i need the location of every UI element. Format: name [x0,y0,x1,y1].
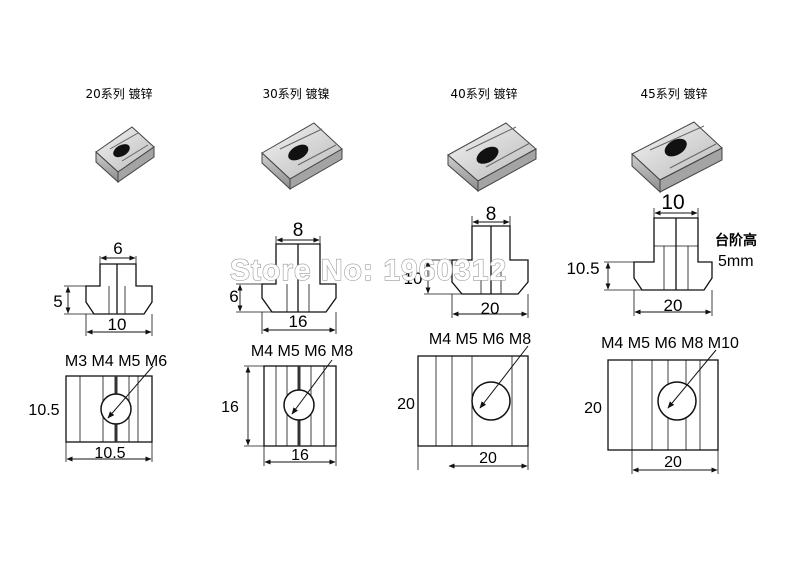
profile-drawing-40 [424,216,529,318]
slot-width-label-20: 6 [113,239,122,258]
profile-drawing-45 [604,208,713,316]
thread-sizes-40: M4 M5 M6 M8 [429,331,531,348]
plate-height-label-45: 20 [584,400,602,417]
plate-drawing-40 [417,355,529,470]
plate-height-label-20: 10.5 [28,402,59,419]
step-height-note-value: 5mm [718,253,754,270]
nut-photo-20 [95,126,155,184]
thread-sizes-20: M3 M4 M5 M6 [65,353,167,370]
series-title-30: 30系列 镀镍 [262,87,329,101]
base-width-label-30: 16 [289,312,308,331]
step-height-note-label: 台阶高 [715,232,757,249]
nut-photo-45 [631,121,723,194]
thread-hole-40 [471,381,511,421]
step-height-label-40: 10 [404,269,423,288]
step-height-label-30: 6 [229,287,238,306]
plate-width-label-20: 10.5 [94,445,125,462]
plate-width-label-30: 16 [291,447,309,464]
profile-drawing-20 [64,255,153,336]
base-width-label-20: 10 [108,315,127,334]
thread-hole-45 [657,381,697,421]
base-width-label-40: 20 [481,299,500,318]
step-height-label-45: 10.5 [566,259,599,278]
profile-drawing-30 [236,236,337,334]
nut-photo-40 [447,122,537,193]
slot-width-label-45: 10 [661,191,684,214]
step-height-label-20: 5 [53,292,62,311]
plate-height-label-40: 20 [397,396,415,413]
series-title-20: 20系列 镀锌 [85,87,152,101]
base-width-label-45: 20 [664,296,683,315]
slot-width-label-40: 8 [486,204,497,225]
thread-sizes-30: M4 M5 M6 M8 [251,343,353,360]
plate-width-label-45: 20 [664,454,682,471]
plate-width-label-40: 20 [479,450,497,467]
thread-leader-45 [667,349,717,409]
plate-drawing-45 [607,359,719,474]
thread-leader-30 [291,359,333,415]
store-watermark: Store No: 1960312 [230,254,507,287]
thread-sizes-45: M4 M5 M6 M8 M10 [601,335,739,352]
slot-width-label-30: 8 [293,220,304,241]
thread-leader-20 [107,365,154,419]
series-title-45: 45系列 镀锌 [640,87,707,101]
nut-photo-30 [261,122,343,191]
plate-height-label-30: 16 [221,399,239,416]
series-title-40: 40系列 镀锌 [450,87,517,101]
thread-leader-40 [479,345,529,409]
